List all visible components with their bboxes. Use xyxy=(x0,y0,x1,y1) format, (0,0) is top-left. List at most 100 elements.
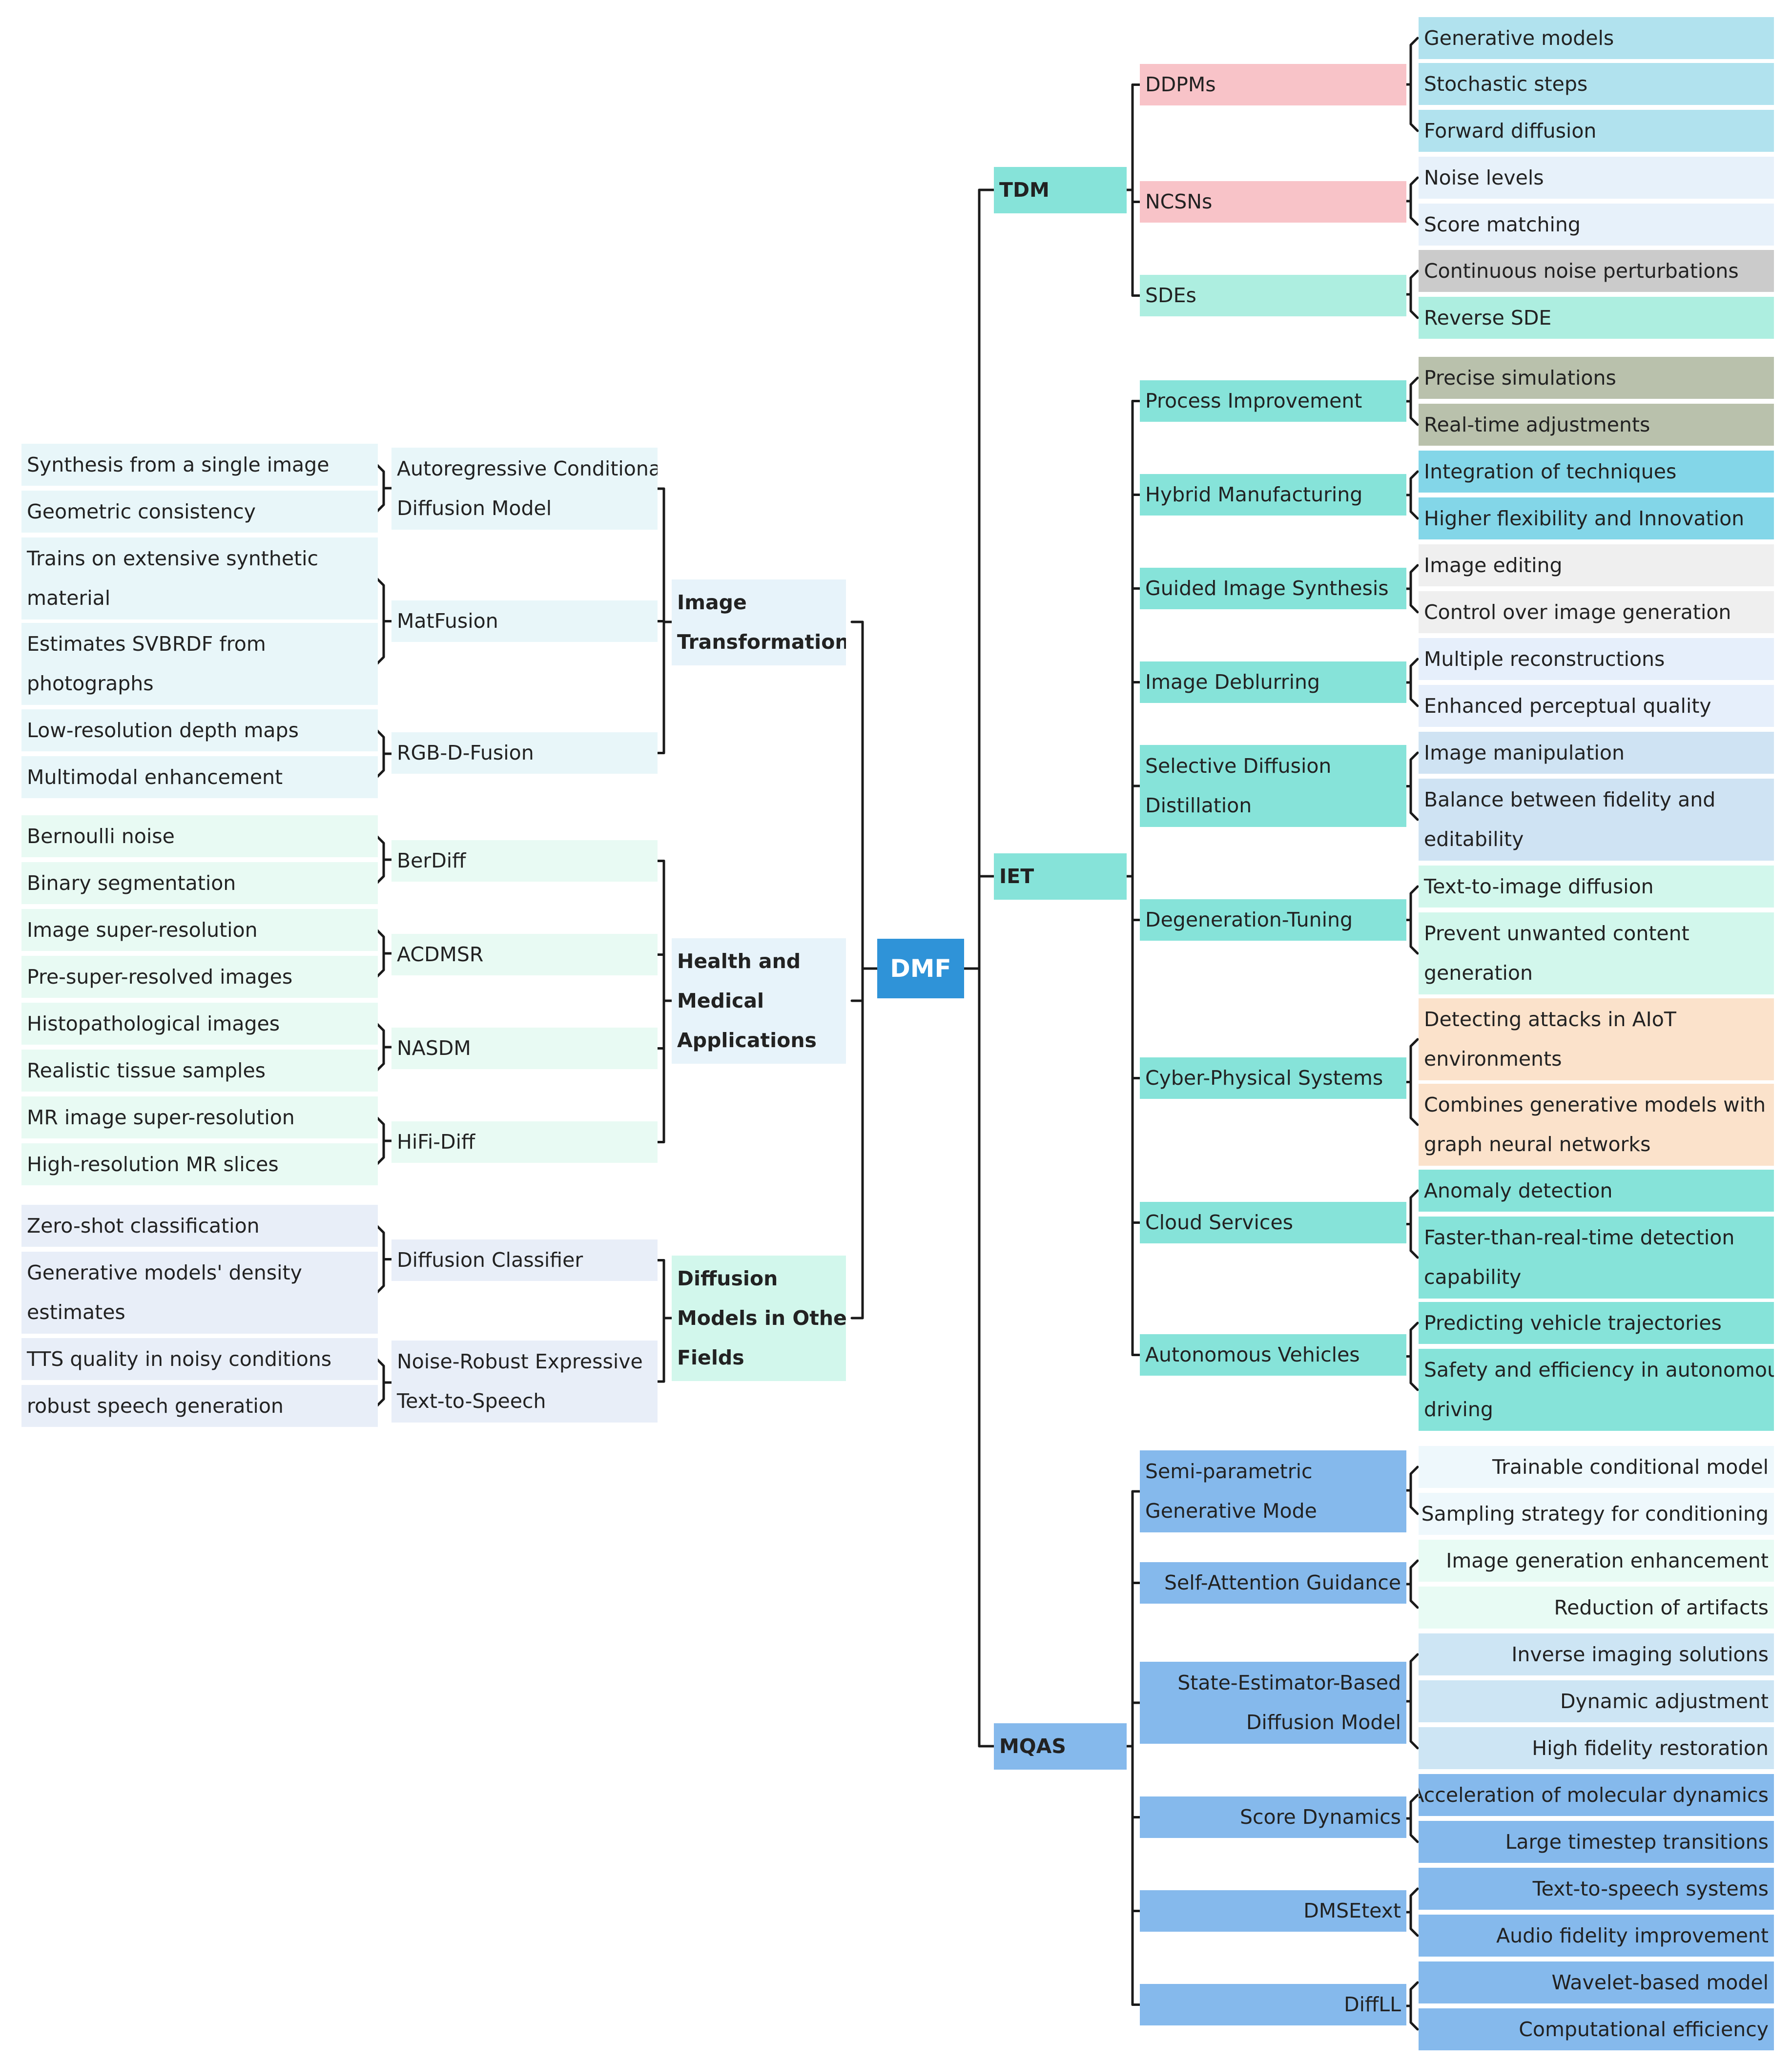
category-other-fields-line-2: Models in Other xyxy=(677,1306,846,1330)
ncsns-leaf-2-text: Score matching xyxy=(1424,212,1581,236)
matfusion-leaf-2: Estimates SVBRDF from photographs xyxy=(21,623,378,705)
selective-diffusion-distillation-leaf-1-text: Image manipulation xyxy=(1424,741,1625,764)
hybrid-manufacturing-leaf-1: Integration of techniques xyxy=(1419,451,1774,493)
hifi-diff: HiFi-Diff xyxy=(391,1121,658,1163)
nasdm-leaf-2-text: Realistic tissue samples xyxy=(27,1058,266,1082)
cyber-physical-systems-leaf-1-line-1: Detecting attacks in AIoT xyxy=(1424,1008,1676,1031)
ncsns-leaf-2: Score matching xyxy=(1419,204,1774,246)
autonomous-vehicles-leaf-1-text: Predicting vehicle trajectories xyxy=(1424,1311,1722,1335)
acdmsr-leaf-2: Pre-super-resolved images xyxy=(21,956,378,998)
nasdm-leaf-1-text: Histopathological images xyxy=(27,1011,280,1035)
diffll-text: DiffLL xyxy=(1344,1993,1401,2016)
noise-robust-expressive-tts-leaf-1-text: TTS quality in noisy conditions xyxy=(27,1347,332,1371)
hybrid-manufacturing-leaf-2: Higher flexibility and Innovation xyxy=(1419,497,1774,539)
cyber-physical-systems-text: Cyber-Physical Systems xyxy=(1145,1066,1383,1090)
ddpms: DDPMs xyxy=(1140,64,1406,105)
degeneration-tuning-leaf-2-line-1: Prevent unwanted content xyxy=(1424,922,1689,945)
image-deblurring: Image Deblurring xyxy=(1140,661,1406,703)
cyber-physical-systems-leaf-2-line-1: Combines generative models with xyxy=(1424,1093,1766,1116)
diffll: DiffLL xyxy=(1140,1984,1406,2025)
guided-image-synthesis-leaf-2-text: Control over image generation xyxy=(1424,600,1731,624)
score-dynamics: Score Dynamics xyxy=(1140,1796,1406,1838)
diffll-leaf-1-text: Wavelet-based model xyxy=(1551,1970,1769,1994)
category-health-medical-line-2: Medical xyxy=(677,989,764,1012)
ddpms-leaf-1-text: Generative models xyxy=(1424,26,1614,50)
sdes-text: SDEs xyxy=(1145,284,1196,307)
hifi-diff-leaf-1-text: MR image super-resolution xyxy=(27,1105,295,1129)
self-attention-guidance-leaf-1: Image generation enhancement xyxy=(1419,1540,1774,1582)
score-dynamics-leaf-1-text: Acceleration of molecular dynamics xyxy=(1419,1783,1769,1807)
noise-robust-expressive-tts-line-1: Noise-Robust Expressive xyxy=(397,1350,643,1373)
autoregressive-conditional-diffusion-model-leaf-1-text: Synthesis from a single image xyxy=(27,453,330,476)
state-estimator-based-diffusion-model-line-1: State-Estimator-Based xyxy=(1177,1671,1401,1694)
autoregressive-conditional-diffusion-model-line-1: Autoregressive Conditional xyxy=(397,457,658,480)
autonomous-vehicles-leaf-2-line-2: driving xyxy=(1424,1398,1493,1421)
diffusion-classifier-leaf-1-text: Zero-shot classification xyxy=(27,1214,260,1238)
state-estimator-based-diffusion-model-leaf-1-text: Inverse imaging solutions xyxy=(1511,1642,1769,1666)
state-estimator-based-diffusion-model-leaf-1: Inverse imaging solutions xyxy=(1419,1633,1774,1675)
cloud-services-leaf-2: Faster-than-real-time detection capabilit… xyxy=(1419,1217,1774,1299)
diffusion-classifier: Diffusion Classifier xyxy=(391,1239,658,1281)
cloud-services-leaf-1: Anomaly detection xyxy=(1419,1170,1774,1212)
berdiff-leaf-2-text: Binary segmentation xyxy=(27,871,236,895)
state-estimator-based-diffusion-model-leaf-3-text: High fidelity restoration xyxy=(1532,1736,1769,1760)
rgb-d-fusion-leaf-1: Low-resolution depth maps xyxy=(21,709,378,751)
rgb-d-fusion: RGB-D-Fusion xyxy=(391,732,658,774)
sdes: SDEs xyxy=(1140,275,1406,316)
root-node-text: DMF xyxy=(890,954,951,983)
category-image-transformation-line-1: Image xyxy=(677,591,747,614)
matfusion-leaf-2-line-1: Estimates SVBRDF from xyxy=(27,632,266,656)
nasdm-leaf-1: Histopathological images xyxy=(21,1003,378,1045)
category-health-medical-line-3: Applications xyxy=(677,1029,817,1052)
image-deblurring-leaf-2: Enhanced perceptual quality xyxy=(1419,685,1774,727)
category-other-fields-line-3: Fields xyxy=(677,1346,744,1369)
noise-robust-expressive-tts-line-2: Text-to-Speech xyxy=(397,1389,546,1413)
autonomous-vehicles-leaf-2-line-1: Safety and efficiency in autonomous xyxy=(1424,1358,1774,1382)
berdiff-leaf-1: Bernoulli noise xyxy=(21,815,378,857)
image-deblurring-leaf-1: Multiple reconstructions xyxy=(1419,638,1774,680)
cloud-services-leaf-2-line-1: Faster-than-real-time detection xyxy=(1424,1226,1735,1249)
autonomous-vehicles-text: Autonomous Vehicles xyxy=(1145,1343,1360,1366)
cloud-services-leaf-2-line-2: capability xyxy=(1424,1265,1522,1289)
category-tdm-text: TDM xyxy=(999,178,1050,202)
self-attention-guidance-leaf-2: Reduction of artifacts xyxy=(1419,1587,1774,1629)
autoregressive-conditional-diffusion-model-leaf-1: Synthesis from a single image xyxy=(21,444,378,486)
category-iet: IET xyxy=(994,853,1127,900)
degeneration-tuning-text: Degeneration-Tuning xyxy=(1145,908,1353,931)
autonomous-vehicles-leaf-1: Predicting vehicle trajectories xyxy=(1419,1302,1774,1344)
degeneration-tuning-leaf-1-text: Text-to-image diffusion xyxy=(1424,874,1654,898)
score-dynamics-text: Score Dynamics xyxy=(1239,1805,1401,1829)
guided-image-synthesis: Guided Image Synthesis xyxy=(1140,568,1406,609)
category-iet-text: IET xyxy=(999,865,1034,888)
category-mqas-text: MQAS xyxy=(999,1734,1066,1758)
semi-parametric-generative-mode-leaf-1-text: Trainable conditional model xyxy=(1492,1455,1769,1479)
hybrid-manufacturing: Hybrid Manufacturing xyxy=(1140,474,1406,516)
cyber-physical-systems: Cyber-Physical Systems xyxy=(1140,1057,1406,1099)
rgb-d-fusion-leaf-2-text: Multimodal enhancement xyxy=(27,765,283,789)
diffusion-classifier-leaf-1: Zero-shot classification xyxy=(21,1205,378,1247)
ddpms-leaf-3-text: Forward diffusion xyxy=(1424,119,1597,143)
ddpms-leaf-2-text: Stochastic steps xyxy=(1424,72,1588,96)
nasdm-leaf-2: Realistic tissue samples xyxy=(21,1050,378,1092)
dmsetext-leaf-1: Text-to-speech systems xyxy=(1419,1868,1774,1910)
rgb-d-fusion-leaf-2: Multimodal enhancement xyxy=(21,756,378,798)
selective-diffusion-distillation-leaf-2-line-1: Balance between fidelity and xyxy=(1424,788,1716,811)
process-improvement-leaf-2: Real-time adjustments xyxy=(1419,404,1774,446)
process-improvement-leaf-2-text: Real-time adjustments xyxy=(1424,413,1650,436)
berdiff-leaf-1-text: Bernoulli noise xyxy=(27,824,175,848)
noise-robust-expressive-tts-leaf-2-text: robust speech generation xyxy=(27,1394,284,1418)
state-estimator-based-diffusion-model-leaf-2: Dynamic adjustment xyxy=(1419,1680,1774,1722)
hifi-diff-text: HiFi-Diff xyxy=(397,1130,475,1154)
category-tdm: TDM xyxy=(994,167,1127,213)
diffll-leaf-2-text: Computational efficiency xyxy=(1519,2017,1769,2041)
noise-robust-expressive-tts-leaf-1: TTS quality in noisy conditions xyxy=(21,1338,378,1380)
matfusion-leaf-2-line-2: photographs xyxy=(27,672,154,695)
diffusion-classifier-leaf-2-line-2: estimates xyxy=(27,1300,125,1324)
hybrid-manufacturing-leaf-1-text: Integration of techniques xyxy=(1424,459,1677,483)
